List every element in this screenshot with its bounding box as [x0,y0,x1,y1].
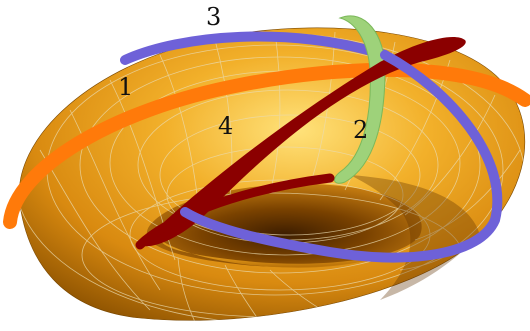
curve-3-violet-back [120,31,390,65]
curve-label-3: 3 [206,3,221,31]
torus-shadow [350,175,480,300]
curve-4-darkred-lower [135,173,335,250]
curve-3-violet-front [180,50,503,263]
curve-label-1: 1 [118,73,133,101]
curve-4-darkred [140,36,466,247]
curve-1-orange [3,62,530,229]
torus-inner-rim [160,235,420,268]
curve-label-2: 2 [353,116,368,144]
curve-label-4: 4 [218,112,233,140]
